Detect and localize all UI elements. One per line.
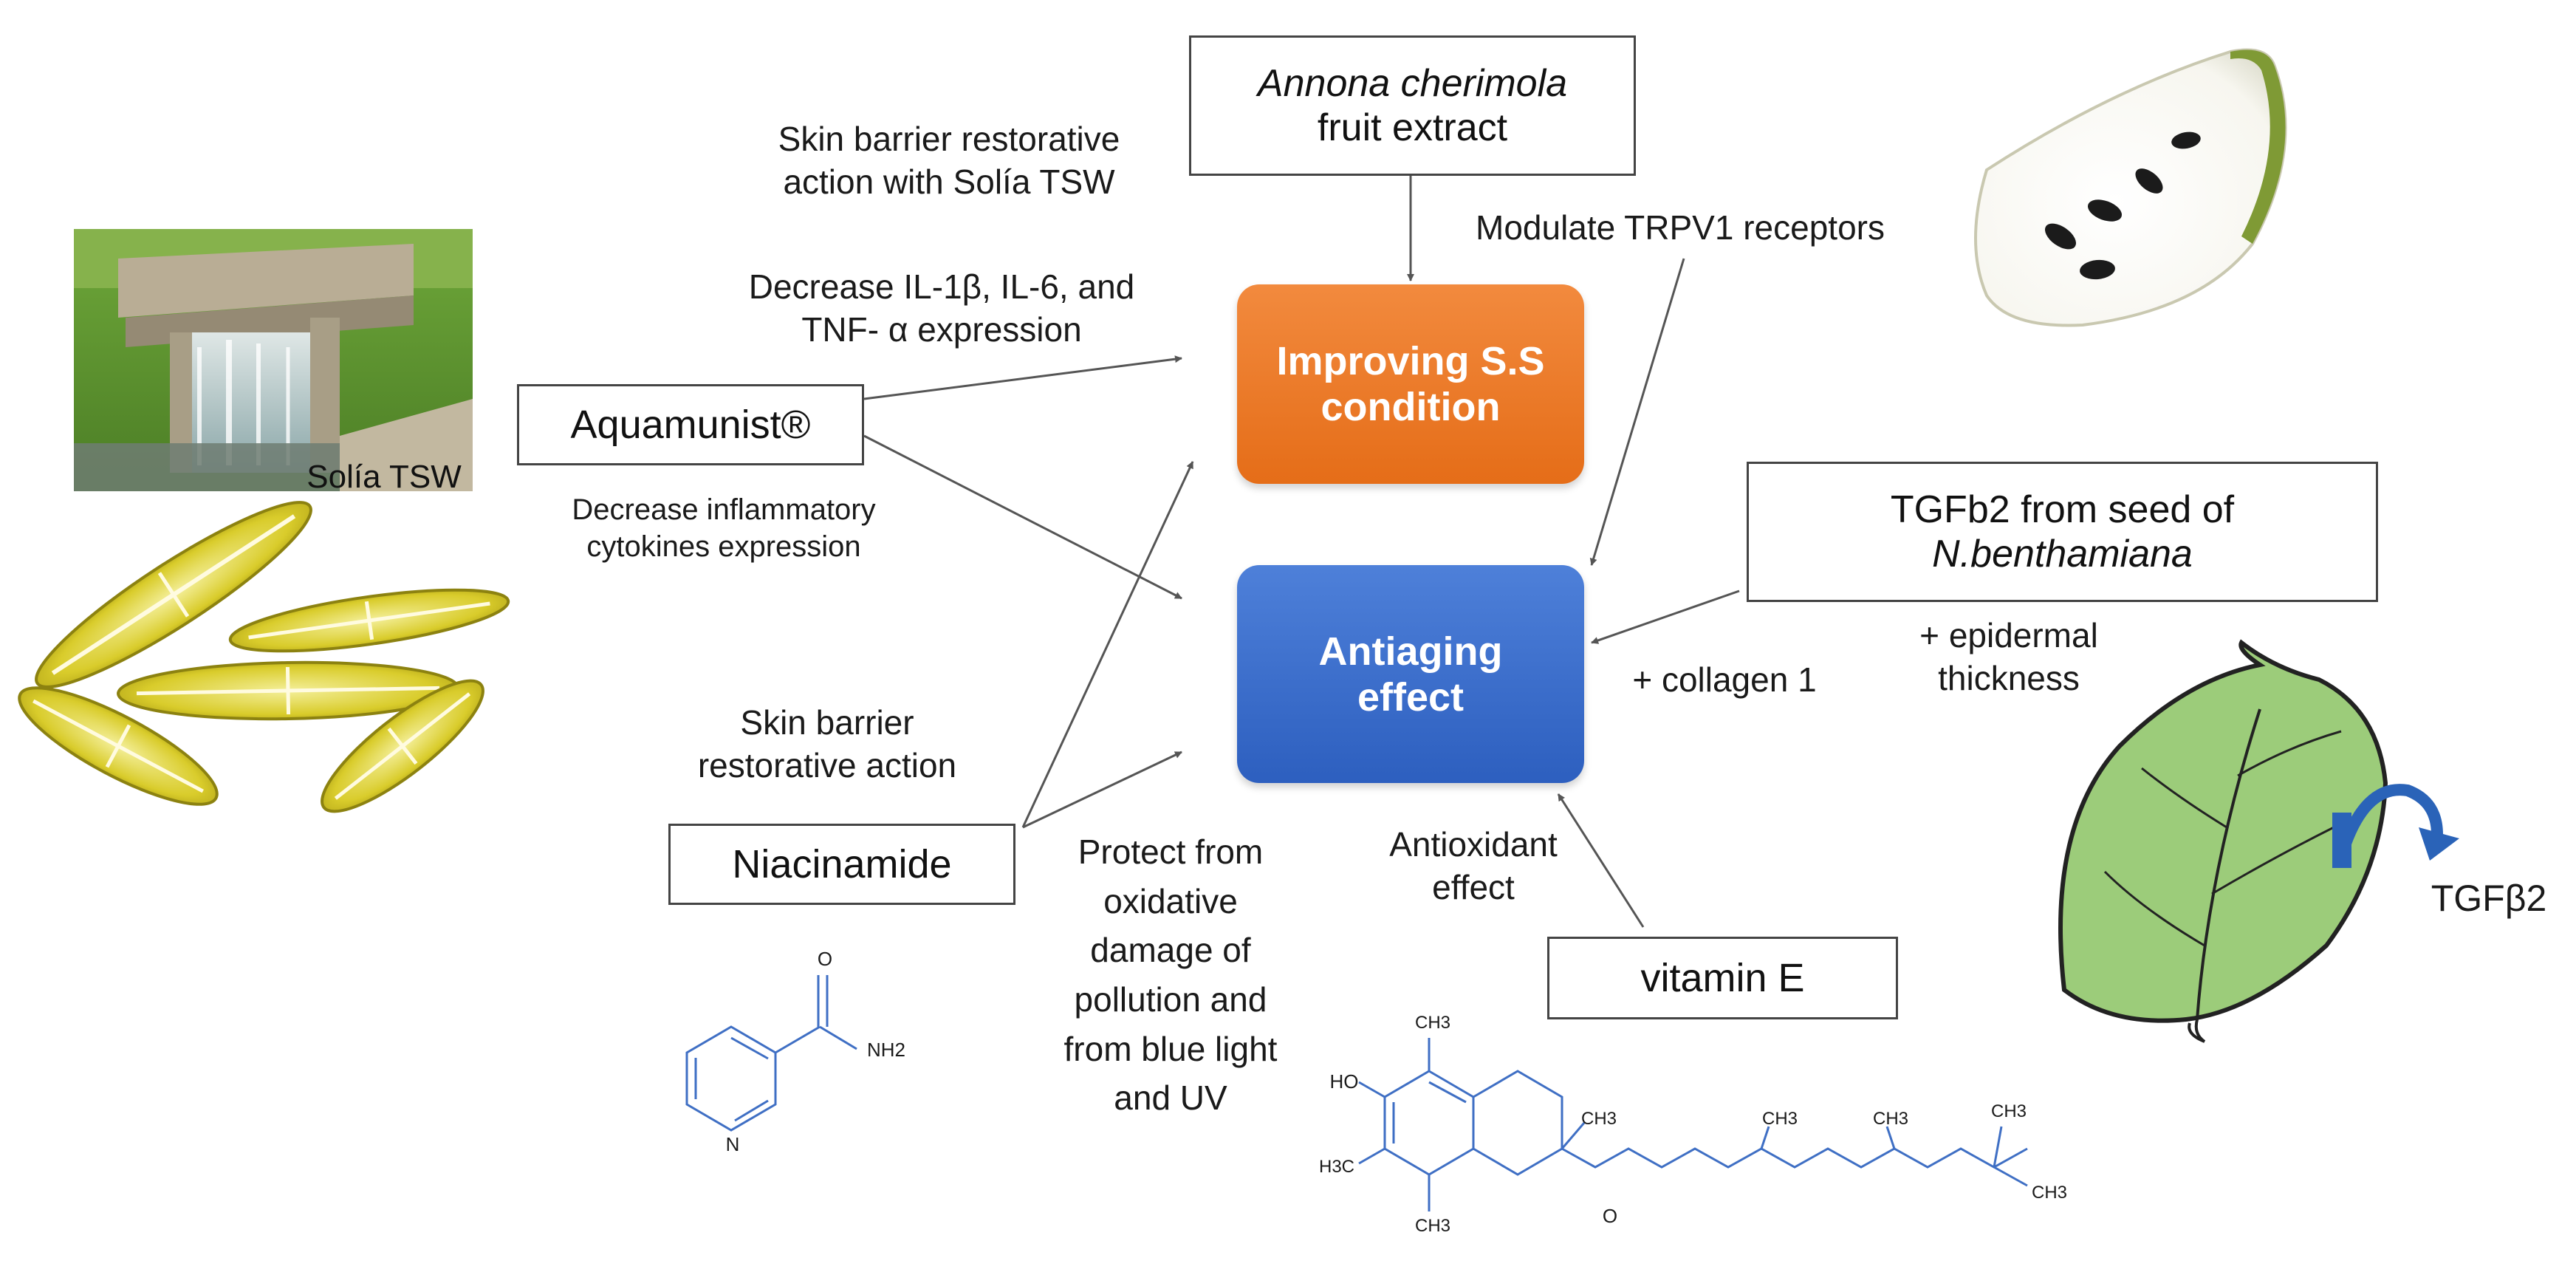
leaf-image [2058, 639, 2459, 1043]
annotation-modulate-trpv1: Modulate TRPV1 receptors [1436, 207, 1924, 250]
tgfb2-line1: TGFb2 from seed of [1890, 488, 2235, 531]
antiaging-line2: effect [1357, 674, 1465, 719]
skin-barrier-solia-line2: action with Solía TSW [783, 162, 1115, 201]
antioxidant-line1: Antioxidant [1389, 825, 1558, 864]
niacinamide-nh2-label: NH2 [866, 1039, 905, 1061]
vitamin-e-ch3-label: CH3 [1414, 1013, 1450, 1033]
diatom-image [18, 501, 510, 813]
vitamin-e-ch3-label: CH3 [1414, 1216, 1450, 1236]
tgfb2-leaf-label: TGFβ2 [2415, 875, 2563, 922]
arrow-niacinamide-to-antiaging [1022, 751, 1182, 829]
decrease-il-line2: TNF- α expression [801, 310, 1082, 349]
vitamin-e-ch3-label: CH3 [1761, 1109, 1798, 1129]
arrow-trpv1-to-antiaging [1589, 258, 1685, 566]
vitamin-e-structure [1358, 1038, 2028, 1211]
arrow-aquamunist-to-improving [863, 355, 1182, 400]
vitamin-e-o-label: O [1602, 1205, 1618, 1227]
decrease-il-line1: Decrease IL-1β, IL-6, and [748, 267, 1135, 306]
protect-line6: and UV [1114, 1079, 1227, 1118]
decrease-inflam-line1: Decrease inflammatory [572, 493, 876, 526]
antioxidant-line2: effect [1432, 867, 1515, 906]
epidermal-line1: + epidermal [1919, 616, 2098, 654]
solia-caption: Solía TSW [295, 457, 473, 497]
vitamin-e-box: vitamin E [1547, 937, 1898, 1019]
skin-barrier-solia-line1: Skin barrier restorative [778, 120, 1120, 158]
improving-line1: Improving S.S [1276, 339, 1545, 383]
annotation-skin-barrier: Skin barrier restorative action [665, 702, 990, 787]
collagen-text: + collagen 1 [1632, 660, 1817, 699]
annotation-antioxidant: Antioxidant effect [1352, 824, 1595, 909]
tgfb2-box: TGFb2 from seed of N.benthamiana [1747, 462, 2378, 602]
aquamunist-label: Aquamunist® [570, 403, 811, 447]
vitamin-e-ch3-label: CH3 [1872, 1109, 1908, 1129]
aquamunist-box: Aquamunist® [517, 384, 864, 465]
protect-line2: oxidative [1103, 881, 1238, 920]
protect-line1: Protect from [1078, 833, 1264, 871]
annona-line1: Annona cherimola [1257, 62, 1568, 105]
annotation-protect: Protect from oxidative damage of polluti… [1030, 827, 1311, 1123]
cherimoya-fruit-image [1974, 48, 2287, 327]
arrow-aquamunist-to-antiaging [863, 434, 1182, 600]
decrease-inflam-line2: cytokines expression [586, 530, 861, 563]
annotation-decrease-il: Decrease IL-1β, IL-6, and TNF- α express… [694, 266, 1189, 351]
arrows [863, 170, 1740, 928]
annotation-decrease-inflammatory: Decrease inflammatory cytokines expressi… [532, 491, 916, 565]
arrow-tgfb2-to-antiaging [1591, 589, 1740, 644]
niacinamide-n-label: N [725, 1133, 740, 1155]
antiaging-effect-node: Antiaging effect [1237, 565, 1584, 783]
annotation-skin-barrier-solia: Skin barrier restorative action with Sol… [720, 118, 1178, 203]
skin-barrier-line1: Skin barrier [740, 703, 914, 742]
protect-line3: damage of [1090, 931, 1251, 970]
waterfall-photo [74, 229, 473, 491]
annotation-epidermal: + epidermal thickness [1891, 615, 2127, 700]
annotation-collagen: + collagen 1 [1614, 659, 1835, 702]
niacinamide-structure [685, 975, 857, 1132]
vitamin-e-ho-label: HO [1329, 1070, 1359, 1093]
tgfb2-line2: N.benthamiana [1932, 533, 2193, 575]
antiaging-line1: Antiaging [1318, 629, 1503, 674]
modulate-trpv1-text: Modulate TRPV1 receptors [1476, 208, 1885, 247]
arrow-vitamin-e-to-antiaging [1557, 793, 1645, 928]
vitamin-e-h3c-label: H3C [1318, 1157, 1354, 1177]
niacinamide-o-label: O [817, 948, 833, 970]
protect-line4: pollution and [1074, 980, 1267, 1019]
niacinamide-box: Niacinamide [668, 824, 1015, 905]
epidermal-line2: thickness [1938, 658, 2080, 697]
arrow-niacinamide-to-improving [1021, 461, 1194, 828]
skin-barrier-line2: restorative action [697, 745, 957, 785]
annona-box: Annona cherimola fruit extract [1189, 35, 1636, 176]
solia-caption-text: Solía TSW [306, 459, 462, 495]
vitamin-e-ch3-label: CH3 [1580, 1109, 1617, 1129]
niacinamide-label: Niacinamide [732, 842, 952, 886]
annona-line2: fruit extract [1317, 106, 1508, 149]
vitamin-e-label: vitamin E [1640, 956, 1805, 1000]
tgfb2-leaf-text: TGFβ2 [2431, 878, 2547, 919]
improving-ss-condition-node: Improving S.S condition [1237, 284, 1584, 484]
improving-line2: condition [1320, 385, 1501, 429]
vitamin-e-ch3-label: CH3 [1990, 1101, 2027, 1121]
vitamin-e-ch3-label: CH3 [2031, 1183, 2067, 1203]
protect-line5: from blue light [1063, 1029, 1278, 1068]
